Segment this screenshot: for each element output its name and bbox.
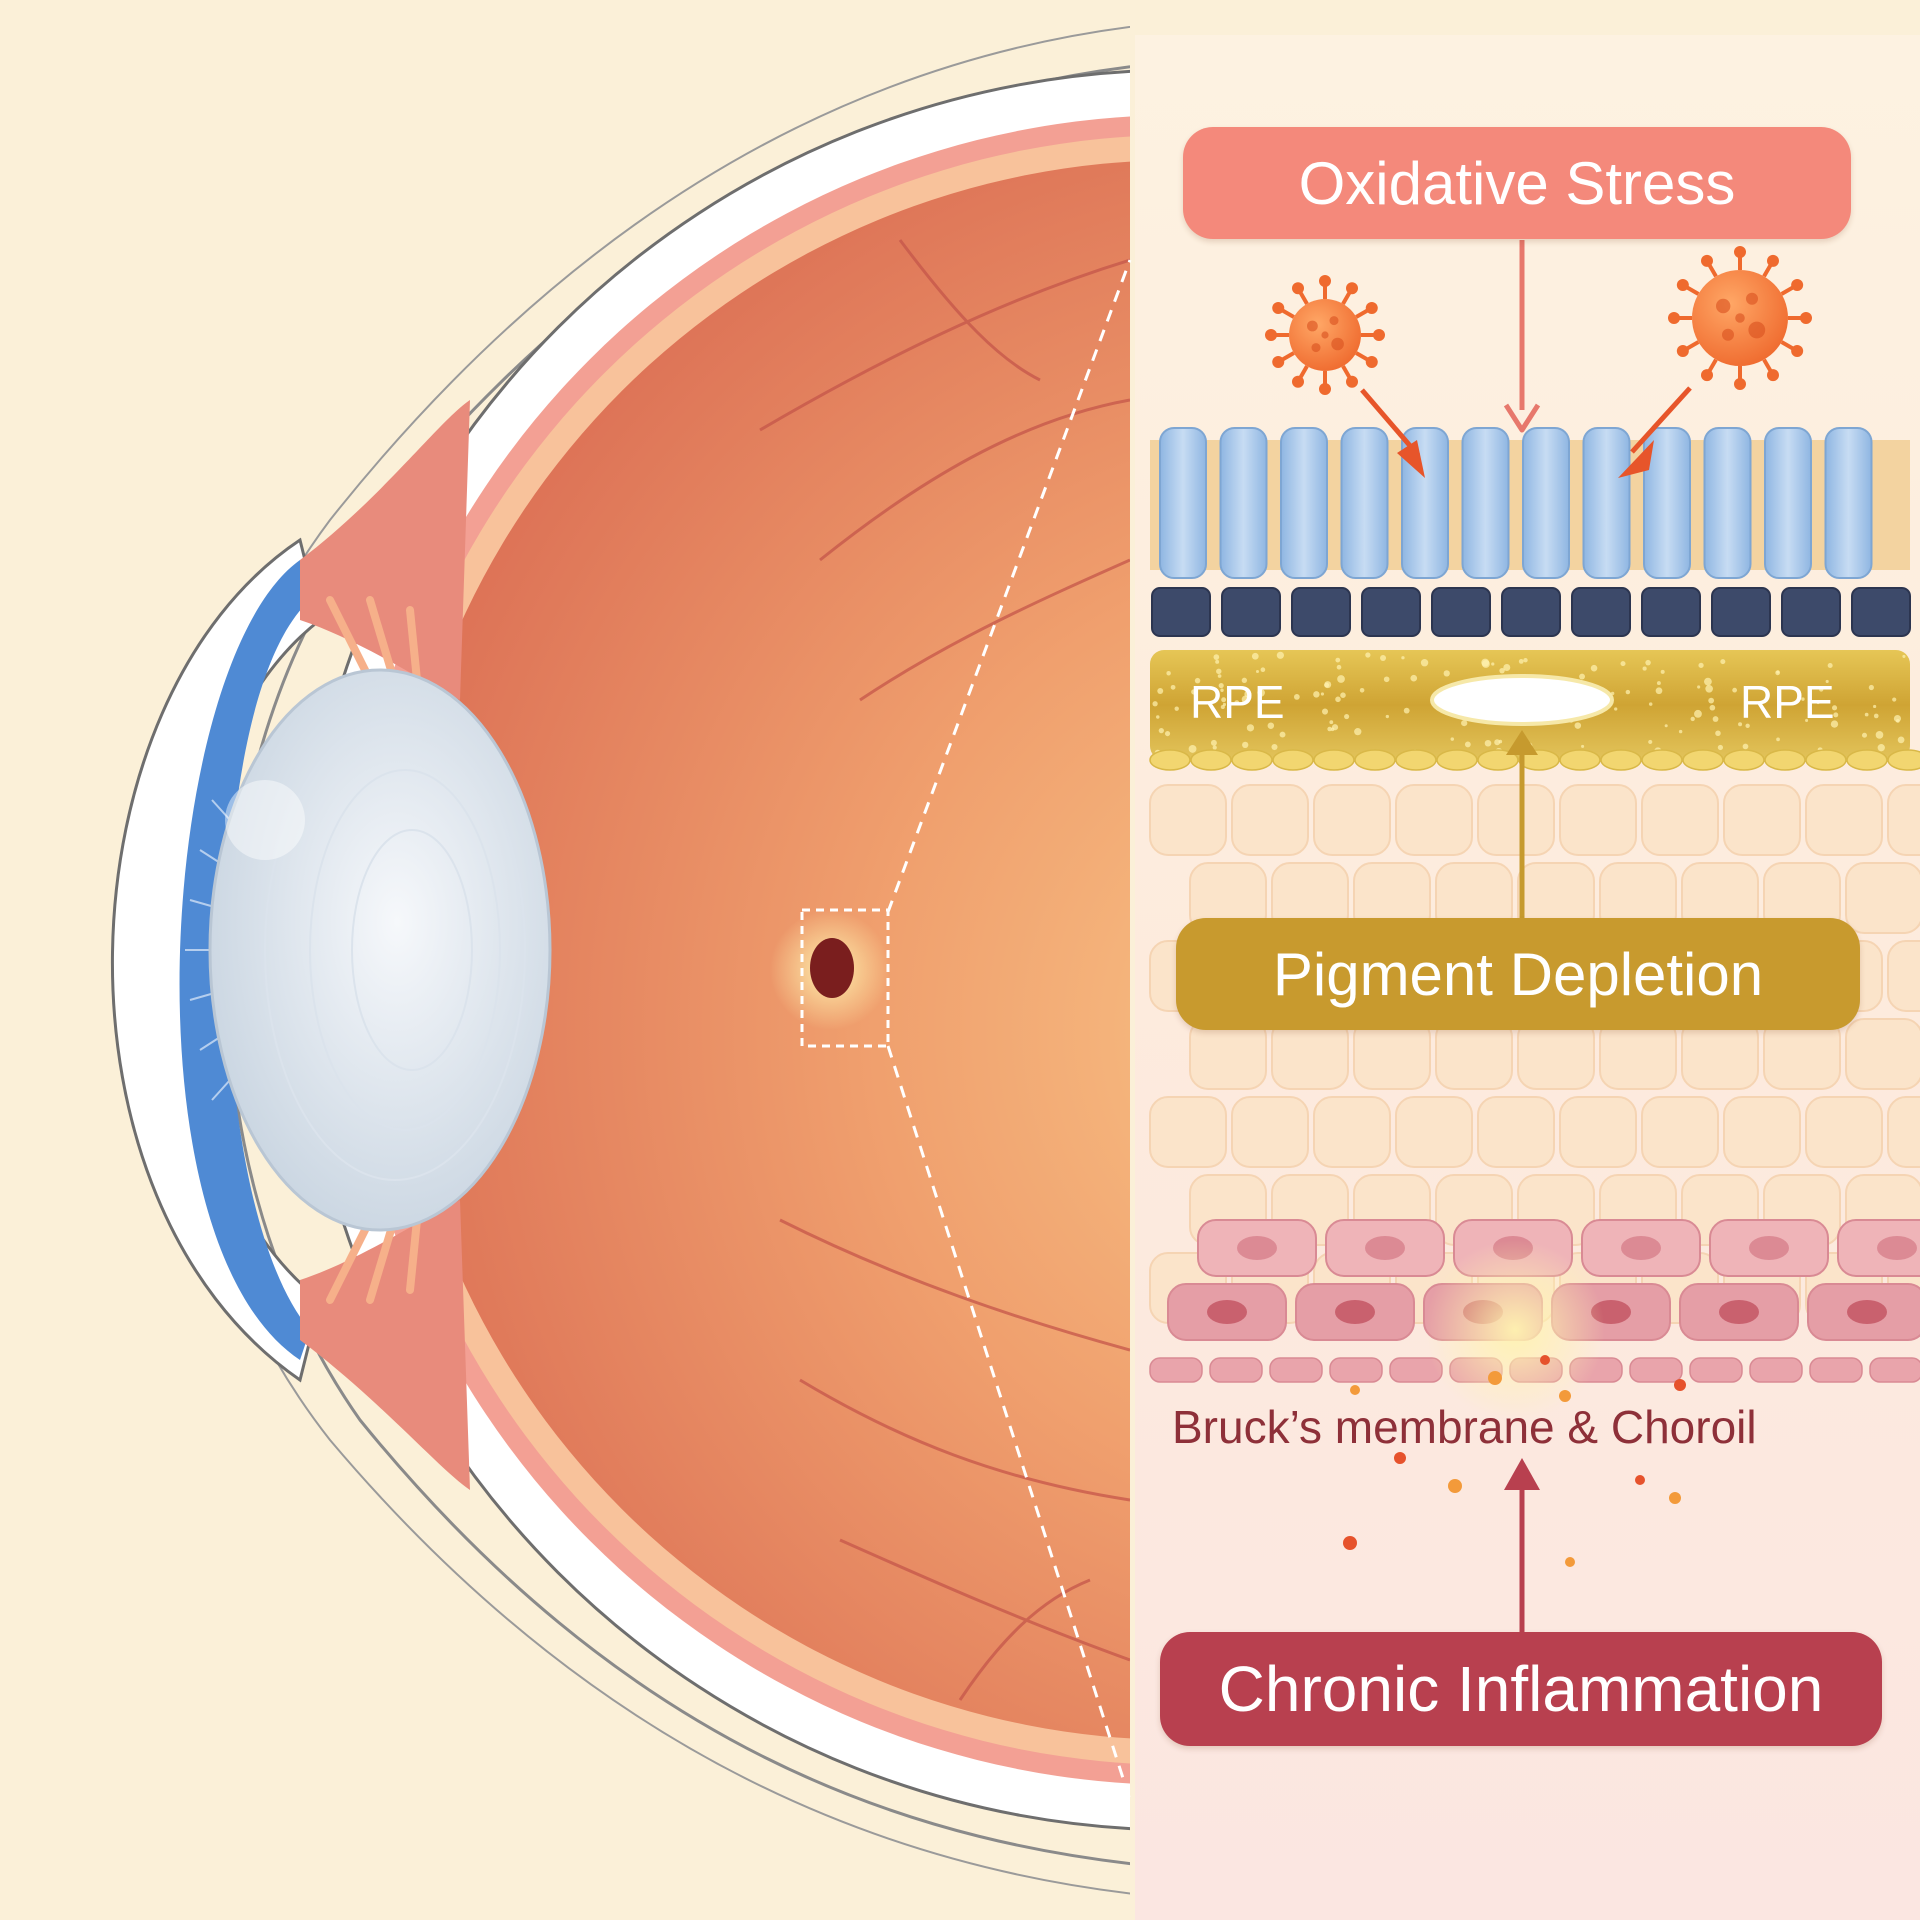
retinal-vessels: [759, 239, 1130, 1701]
iris: [179, 560, 310, 1360]
zoom-line-bottom: [886, 1045, 1132, 1801]
inflammation-glow: [1425, 1240, 1605, 1420]
rpe-label-right: RPE: [1740, 676, 1835, 728]
highlight: [225, 780, 305, 860]
pigment-depletion-spot: [1430, 674, 1614, 726]
radical-arrow-right: [1630, 386, 1692, 454]
eyeball-cross-section: [111, 25, 1130, 1895]
inflammatory-particles: [1343, 1355, 1686, 1567]
zoom-box: [800, 908, 890, 1048]
radical-arrow-left: [1360, 388, 1420, 457]
zoom-line-top: [886, 259, 1132, 913]
virus-icon: [1265, 275, 1385, 395]
lesion-icon: [810, 938, 854, 998]
virus-icon: [1668, 246, 1812, 390]
pigment-depletion-label: Pigment Depletion: [1176, 918, 1860, 1030]
membrane-label: Bruck’s membrane & Choroil: [1172, 1401, 1757, 1453]
chronic-inflammation-label: Chronic Inflammation: [1160, 1632, 1882, 1746]
photoreceptor-rods: [1159, 427, 1873, 579]
retina: [390, 161, 1130, 1739]
oxidative-stress-label: Oxidative Stress: [1183, 127, 1851, 239]
rpe-label-left: RPE: [1190, 676, 1285, 728]
bruch-cells: [1151, 587, 1911, 637]
